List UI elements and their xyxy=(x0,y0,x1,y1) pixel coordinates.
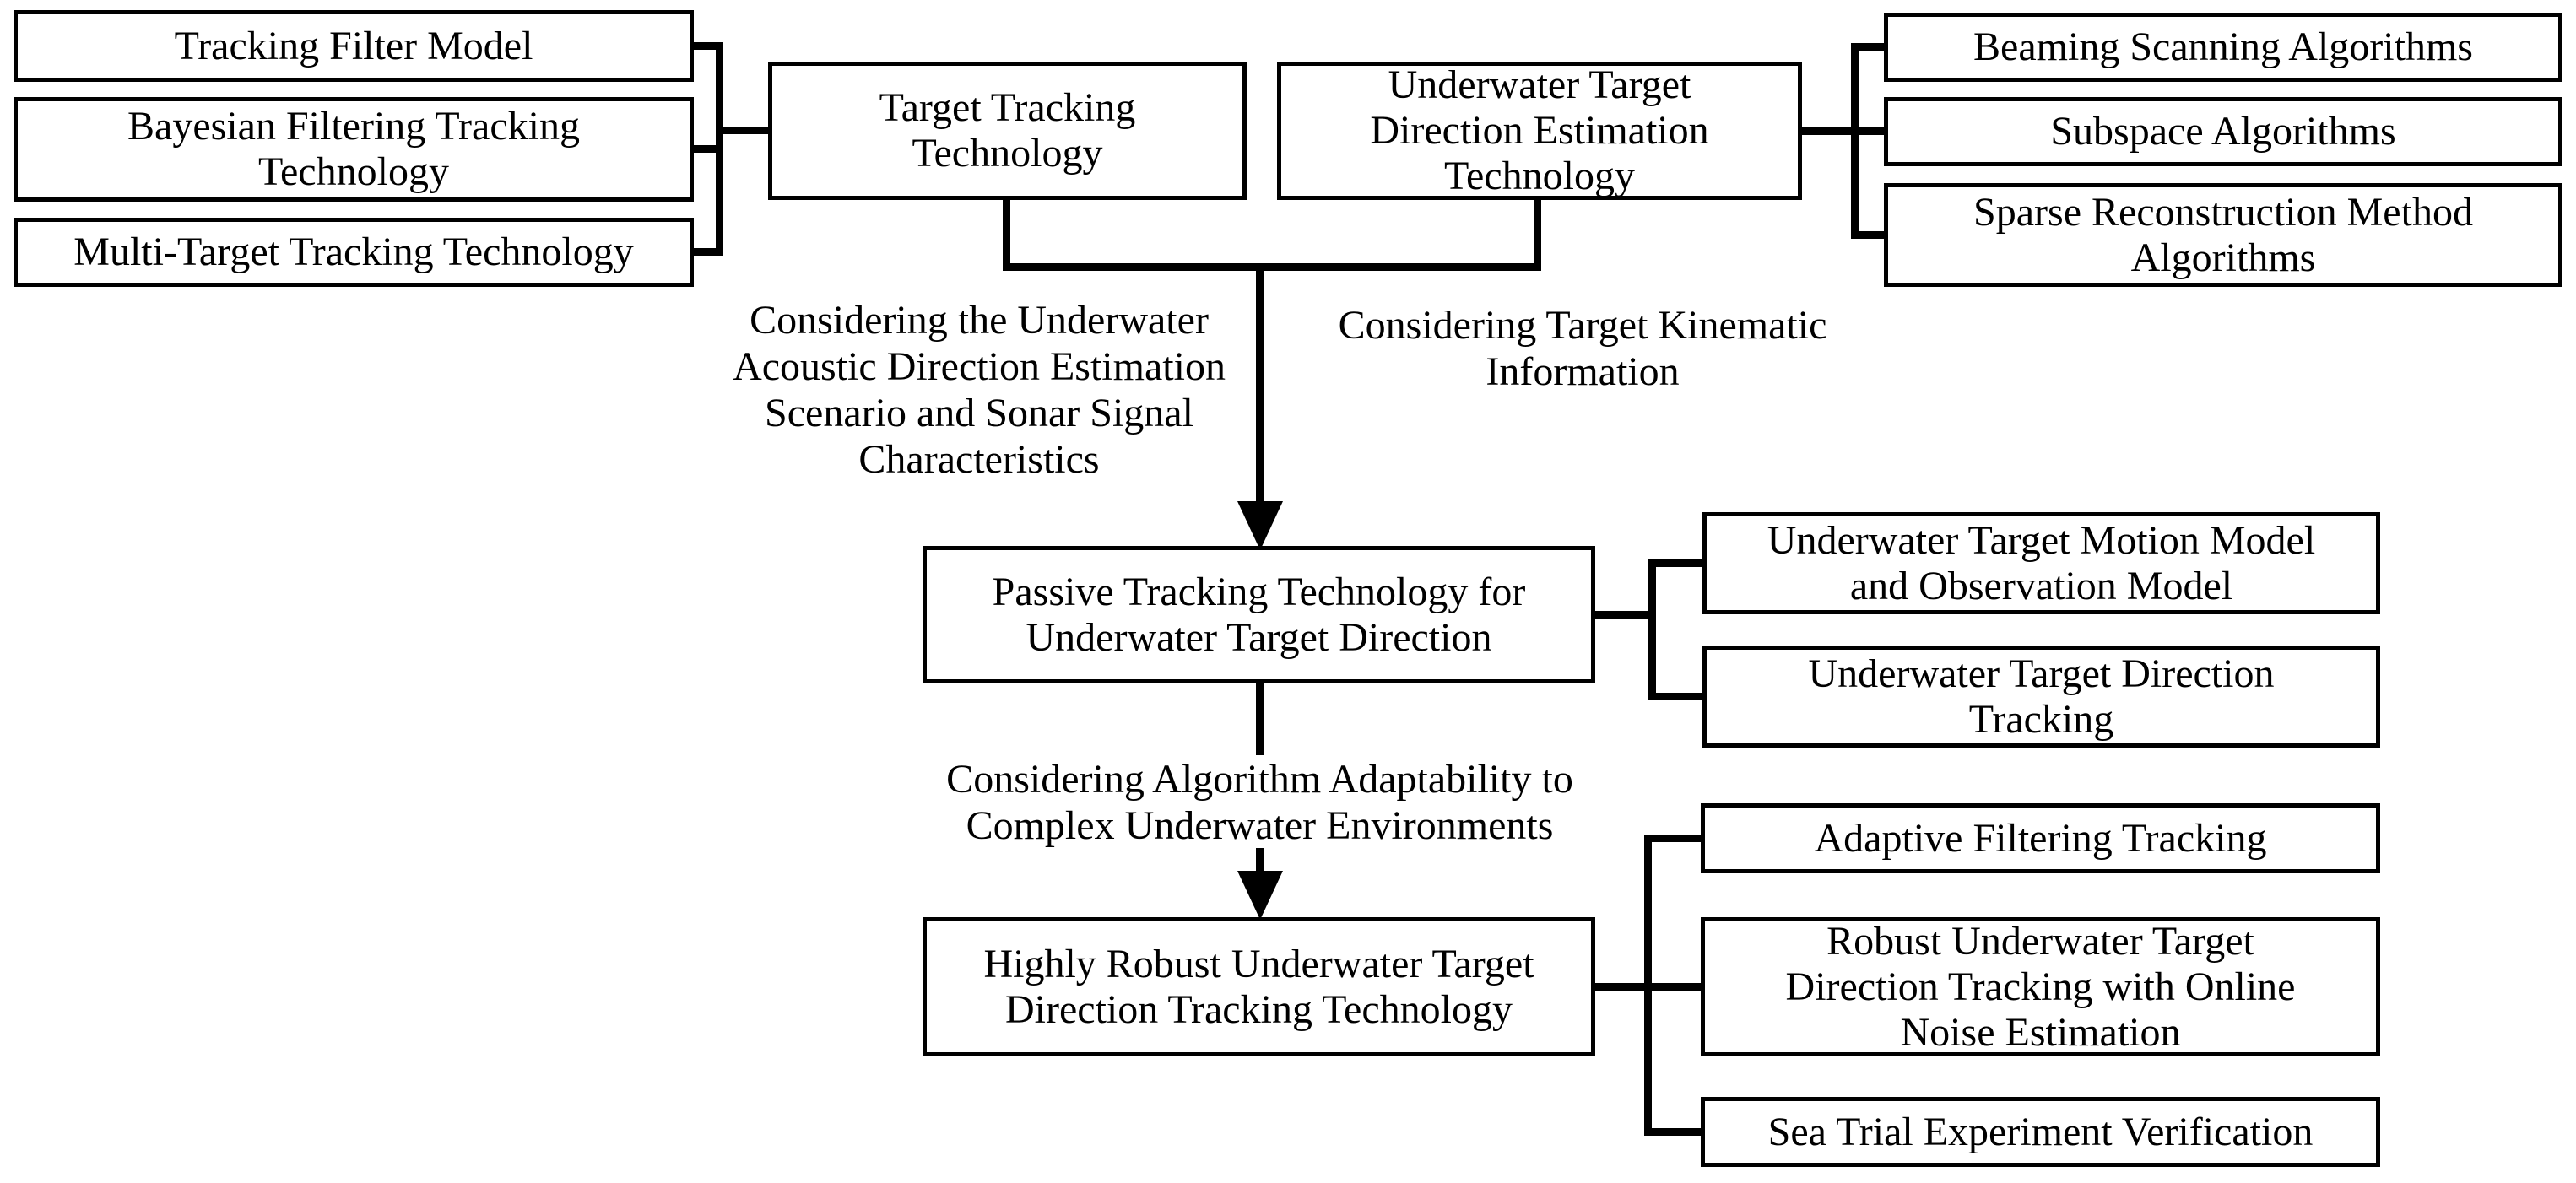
connector-bottom-bracket-stub-1 xyxy=(1644,835,1701,842)
box-beaming-scanning-algorithms: Beaming Scanning Algorithms xyxy=(1884,13,2562,82)
box-underwater-direction-tracking: Underwater Target Direction Tracking xyxy=(1702,646,2380,748)
connector-middle-bracket-vertical xyxy=(1648,559,1656,700)
connector-middle-bracket-stub-1 xyxy=(1648,559,1702,567)
box-underwater-direction-estimation: Underwater Target Direction Estimation T… xyxy=(1277,62,1802,200)
box-multi-target-tracking: Multi-Target Tracking Technology xyxy=(14,218,694,287)
box-highly-robust-tracking: Highly Robust Underwater Target Directio… xyxy=(923,917,1595,1056)
connector-middle-bracket-stub-2 xyxy=(1648,693,1702,700)
box-adaptive-filtering-tracking: Adaptive Filtering Tracking xyxy=(1701,803,2380,873)
connector-left-bracket-to-target-box xyxy=(716,127,768,134)
connector-passive-to-bracket xyxy=(1595,611,1652,619)
connector-right-bracket-vertical xyxy=(1851,43,1859,239)
connector-left-bracket-stub-3 xyxy=(694,248,723,256)
box-robust-online-noise-estimation: Robust Underwater Target Direction Track… xyxy=(1701,917,2380,1056)
box-subspace-algorithms: Subspace Algorithms xyxy=(1884,97,2562,166)
arrow-down-icon-2 xyxy=(1237,871,1283,920)
box-sea-trial-verification: Sea Trial Experiment Verification xyxy=(1701,1097,2380,1167)
connector-left-bracket-vertical xyxy=(716,42,723,256)
connector-right-bracket-stub-1 xyxy=(1851,43,1884,51)
box-tracking-filter-model: Tracking Filter Model xyxy=(14,10,694,82)
box-passive-tracking-technology: Passive Tracking Technology for Underwat… xyxy=(923,546,1595,683)
annotation-algorithm-adaptability: Considering Algorithm Adaptability to Co… xyxy=(946,757,1573,848)
connector-underwater-box-down-stub xyxy=(1534,200,1541,271)
connector-left-bracket-stub-2 xyxy=(694,145,723,153)
arrow-shaft-2-upper xyxy=(1256,683,1264,755)
connector-right-bracket-to-underwater-box xyxy=(1802,127,1884,135)
box-sparse-reconstruction-algorithms: Sparse Reconstruction Method Algorithms xyxy=(1884,183,2562,287)
box-motion-observation-model: Underwater Target Motion Model and Obser… xyxy=(1702,512,2380,614)
connector-right-bracket-stub-3 xyxy=(1851,231,1884,239)
connector-merge-horizontal xyxy=(1003,263,1541,271)
box-target-tracking-technology: Target Tracking Technology xyxy=(768,62,1247,200)
arrow-shaft-1 xyxy=(1256,263,1264,506)
arrow-shaft-2-lower xyxy=(1256,848,1264,875)
connector-bottom-bracket-stub-3 xyxy=(1644,1128,1701,1136)
annotation-target-kinematic: Considering Target Kinematic Information xyxy=(1338,303,1827,394)
connector-bottom-bracket-stub-2 xyxy=(1644,983,1701,991)
box-bayesian-filtering-tracking: Bayesian Filtering Tracking Technology xyxy=(14,97,694,202)
connector-robust-to-bracket xyxy=(1595,983,1648,991)
connector-target-box-down-stub xyxy=(1003,200,1010,271)
connector-left-bracket-stub-1 xyxy=(694,42,723,50)
arrow-down-icon-1 xyxy=(1237,501,1283,550)
annotation-acoustic-scenario: Considering the Underwater Acoustic Dire… xyxy=(733,298,1226,482)
